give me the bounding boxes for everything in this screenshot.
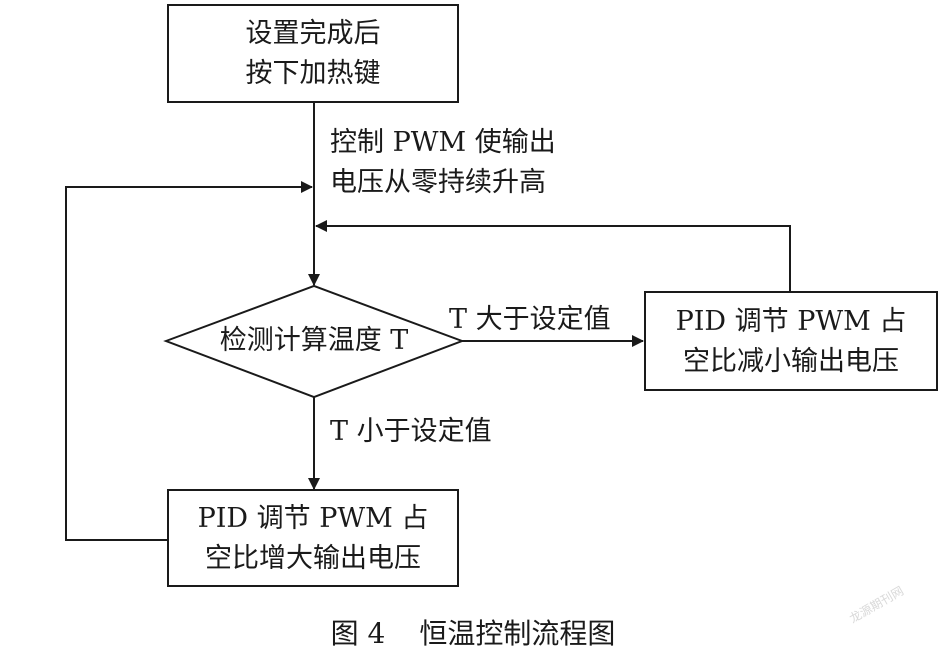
start-label-line-2: 按下加热键 <box>245 58 381 89</box>
edge-label-start-to-detect-line-1: 控制 PWM 使输出 <box>330 127 556 158</box>
edge-label-greater: T 大于设定值 <box>449 304 611 335</box>
start-label-line-1: 设置完成后 <box>245 18 381 49</box>
edge-label-less: T 小于设定值 <box>330 416 492 447</box>
increase-box <box>167 489 459 587</box>
increase-label: PID 调节 PWM 占 空比增大输出电压 <box>168 499 458 579</box>
decrease-label-line-2: 空比减小输出电压 <box>683 346 899 377</box>
decrease-label-line-1: PID 调节 PWM 占 <box>675 306 907 337</box>
increase-label-line-2: 空比增大输出电压 <box>205 543 421 574</box>
arrow-decrease-feedback <box>315 220 791 292</box>
figure-number: 图 4 <box>330 617 386 650</box>
start-label: 设置完成后 按下加热键 <box>168 14 458 94</box>
arrow-increase-feedback <box>65 181 313 541</box>
edge-label-start-to-detect: 控制 PWM 使输出 电压从零持续升高 <box>330 123 556 203</box>
detect-label: 检测计算温度 T <box>219 325 409 356</box>
decrease-label: PID 调节 PWM 占 空比减小输出电压 <box>645 302 937 382</box>
figure-title: 恒温控制流程图 <box>419 617 616 650</box>
increase-label-line-1: PID 调节 PWM 占 <box>197 503 429 534</box>
figure-caption: 图 4 恒温控制流程图 <box>0 612 946 652</box>
edge-label-start-to-detect-line-2: 电压从零持续升高 <box>330 167 546 198</box>
